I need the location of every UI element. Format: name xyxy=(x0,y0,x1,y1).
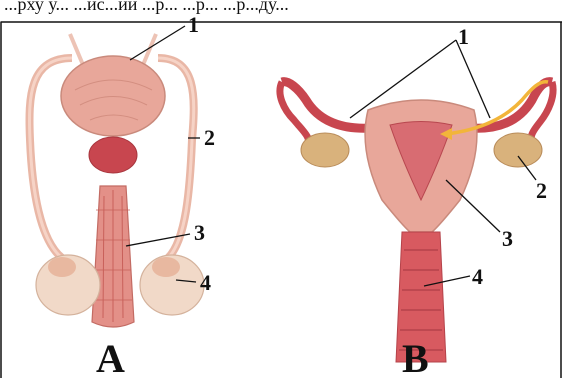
leader-a1 xyxy=(130,26,185,60)
callout-a-4: 4 xyxy=(200,270,211,295)
callout-a-2: 2 xyxy=(204,125,215,150)
callout-b-1: 1 xyxy=(458,24,469,49)
ovary-right xyxy=(494,133,542,167)
prostate xyxy=(89,137,137,173)
epididymis-right xyxy=(152,257,180,277)
callout-a-1: 1 xyxy=(188,12,199,37)
ovary-left xyxy=(301,133,349,167)
epididymis-left xyxy=(48,257,76,277)
callout-a-3: 3 xyxy=(194,220,205,245)
callout-b-3: 3 xyxy=(502,226,513,251)
panel-b-illustration xyxy=(280,82,553,362)
panel-a-title: A xyxy=(96,336,125,378)
top-text-fragment: ...рху у... ...ис...ии ...р... ...р... .… xyxy=(4,0,289,14)
callout-b-2: 2 xyxy=(536,178,547,203)
panel-a-illustration xyxy=(29,34,204,327)
panel-b-title: B xyxy=(402,336,429,378)
callout-b-4: 4 xyxy=(472,264,483,289)
